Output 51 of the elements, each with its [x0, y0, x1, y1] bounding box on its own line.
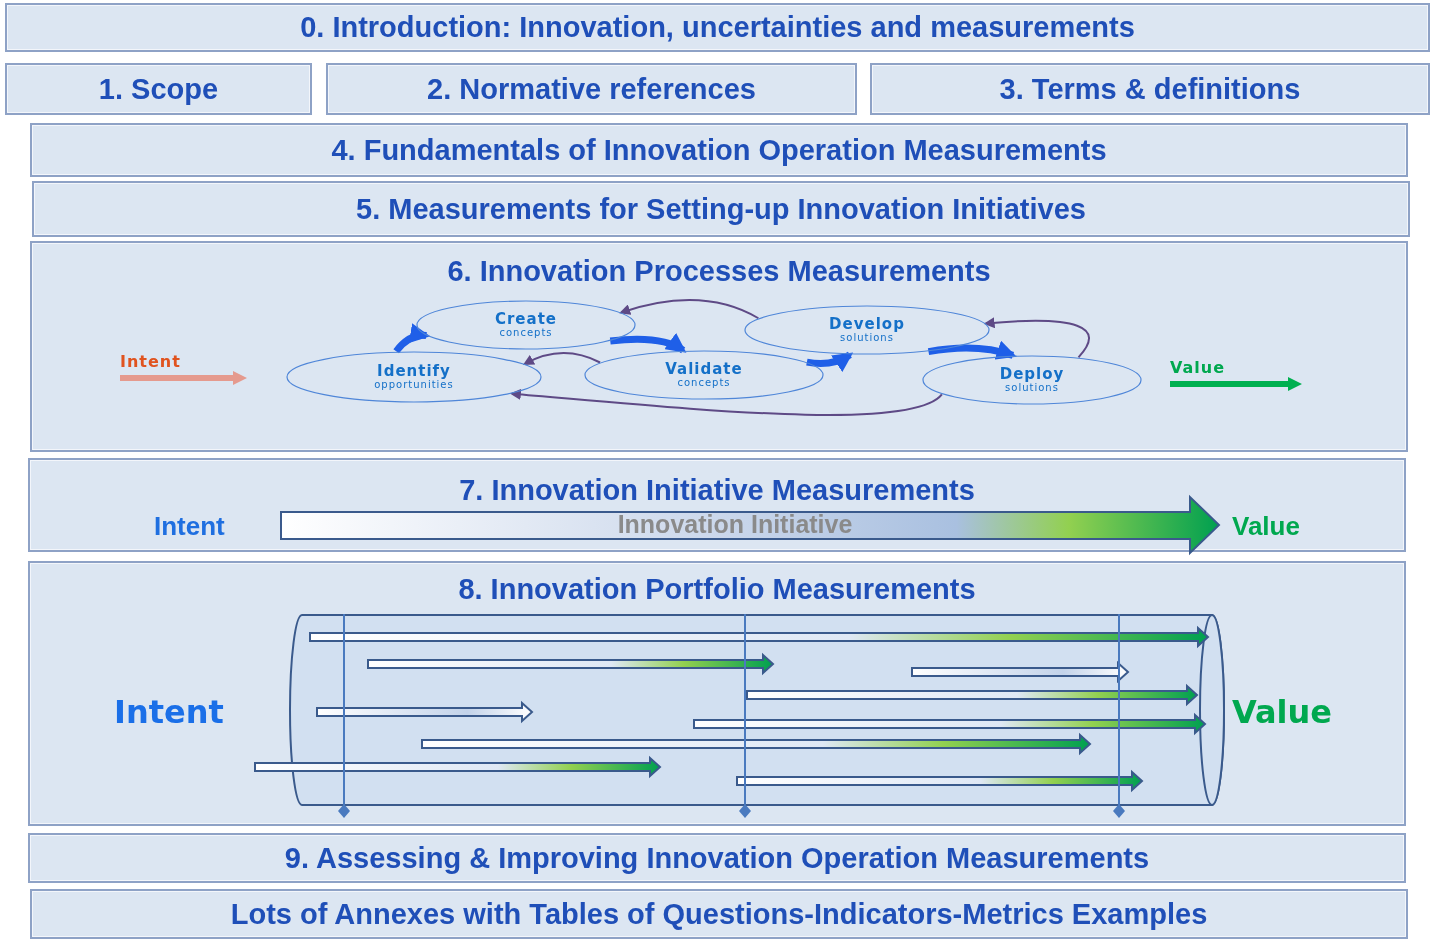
- section-title: Lots of Annexes with Tables of Questions-Indicators-Metrics Examples: [230, 897, 1208, 931]
- section-title: 6. Innovation Processes Measurements: [447, 255, 991, 288]
- arrow: [522, 352, 602, 365]
- process-subtitle: concepts: [677, 377, 731, 388]
- value-label: Value: [1170, 359, 1226, 377]
- section-band: [30, 123, 1408, 177]
- section-band: [5, 3, 1430, 52]
- intent-label: Intent: [154, 512, 225, 541]
- process-title: Validate: [665, 362, 743, 377]
- arrow: [509, 389, 943, 416]
- arrow: [927, 341, 1017, 361]
- section-band: [5, 63, 312, 115]
- arrow: [609, 333, 687, 354]
- section-title: 2. Normative references: [427, 72, 756, 106]
- arrow: [983, 317, 1090, 359]
- process-subtitle: solutions: [1005, 382, 1059, 393]
- section-title: 1. Scope: [98, 72, 219, 106]
- section-title: 5. Measurements for Setting-up Innovation Initiatives: [356, 192, 1086, 226]
- section-title: 7. Innovation Initiative Measurements: [459, 474, 975, 507]
- process-title: Create: [494, 312, 557, 327]
- arrow: [619, 299, 760, 320]
- process-title: Identify: [377, 364, 451, 379]
- section-band: [30, 241, 1408, 452]
- process-subtitle: solutions: [840, 332, 894, 343]
- arrow-label: Innovation Initiative: [616, 510, 854, 539]
- section-title: 4. Fundamentals of Innovation Operation Measurements: [331, 133, 1107, 167]
- process-title: Deploy: [999, 367, 1065, 382]
- process-subtitle: opportunities: [374, 379, 454, 390]
- process-subtitle: concepts: [499, 327, 553, 338]
- arrow: [806, 351, 854, 372]
- section-title: 3. Terms & definitions: [999, 72, 1301, 106]
- process-title: Develop: [829, 317, 905, 332]
- process-ellipse: [286, 351, 542, 403]
- section-title: 8. Innovation Portfolio Measurements: [458, 573, 976, 606]
- section-band: [870, 63, 1430, 115]
- process-ellipse: [744, 305, 990, 355]
- value-label: Value: [1232, 695, 1333, 731]
- section-band: [28, 833, 1406, 883]
- section-band: [28, 561, 1406, 826]
- value-label: Value: [1232, 512, 1300, 541]
- section-title: 9. Assessing & Improving Innovation Operation Measurements: [284, 841, 1150, 875]
- process-ellipse: [416, 300, 636, 350]
- process-ellipse: [922, 355, 1142, 405]
- section-band: [30, 889, 1408, 939]
- section-title: 0. Introduction: Innovation, uncertainties and measurements: [300, 11, 1135, 44]
- section-band: [32, 181, 1410, 237]
- intent-label: Intent: [114, 695, 224, 731]
- process-ellipse: [584, 350, 824, 400]
- arrow: [393, 323, 431, 354]
- section-band: [326, 63, 857, 115]
- intent-label: Intent: [120, 353, 181, 371]
